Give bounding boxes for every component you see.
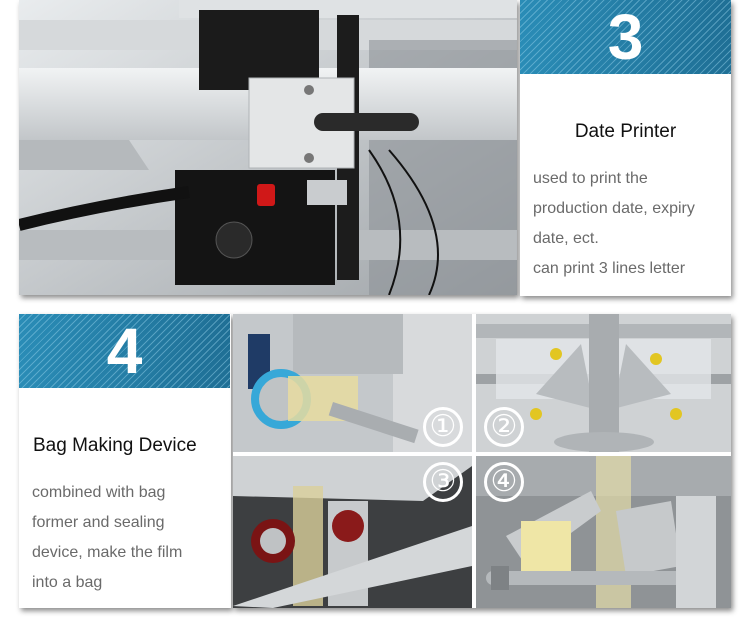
section-number: 3 [607, 1, 644, 73]
section-number-banner: 4 [19, 314, 230, 388]
section-description: used to print the production date, expir… [533, 164, 728, 284]
photo-pulling-belt: ③ [233, 456, 472, 608]
bag-making-photo-grid: ① ② ③ [233, 314, 731, 608]
description-line: date, ect. [533, 230, 599, 247]
description-line: can print 3 lines letter [533, 260, 686, 277]
date-printer-card: 3 Date Printer used to print the product… [520, 0, 731, 296]
description-line: into a bag [32, 574, 103, 591]
photo-bag-former: ② [476, 314, 731, 452]
description-line: combined with bag [32, 484, 166, 501]
date-printer-photo [19, 0, 517, 295]
section-number: 4 [106, 315, 143, 387]
description-line: device, make the film [32, 544, 183, 561]
description-line: production date, expiry [533, 200, 695, 217]
photo-sealing-jaws: ④ [476, 456, 731, 608]
section-description: combined with bag former and sealing dev… [32, 478, 227, 598]
date-printer-illustration [19, 0, 517, 295]
photo-number-badge: ① [423, 407, 463, 447]
bag-making-card: 4 Bag Making Device combined with bag fo… [19, 314, 231, 608]
section-title: Date Printer [574, 121, 677, 142]
bag-former-illustration [476, 314, 731, 452]
section-title: Bag Making Device [33, 435, 197, 456]
description-line: used to print the [533, 170, 648, 187]
description-line: former and sealing [32, 514, 165, 531]
photo-number-badge: ④ [484, 462, 524, 502]
photo-number-badge: ② [484, 407, 524, 447]
photo-number-badge: ③ [423, 462, 463, 502]
photo-film-roll: ① [233, 314, 472, 452]
section-number-banner: 3 [520, 0, 731, 74]
